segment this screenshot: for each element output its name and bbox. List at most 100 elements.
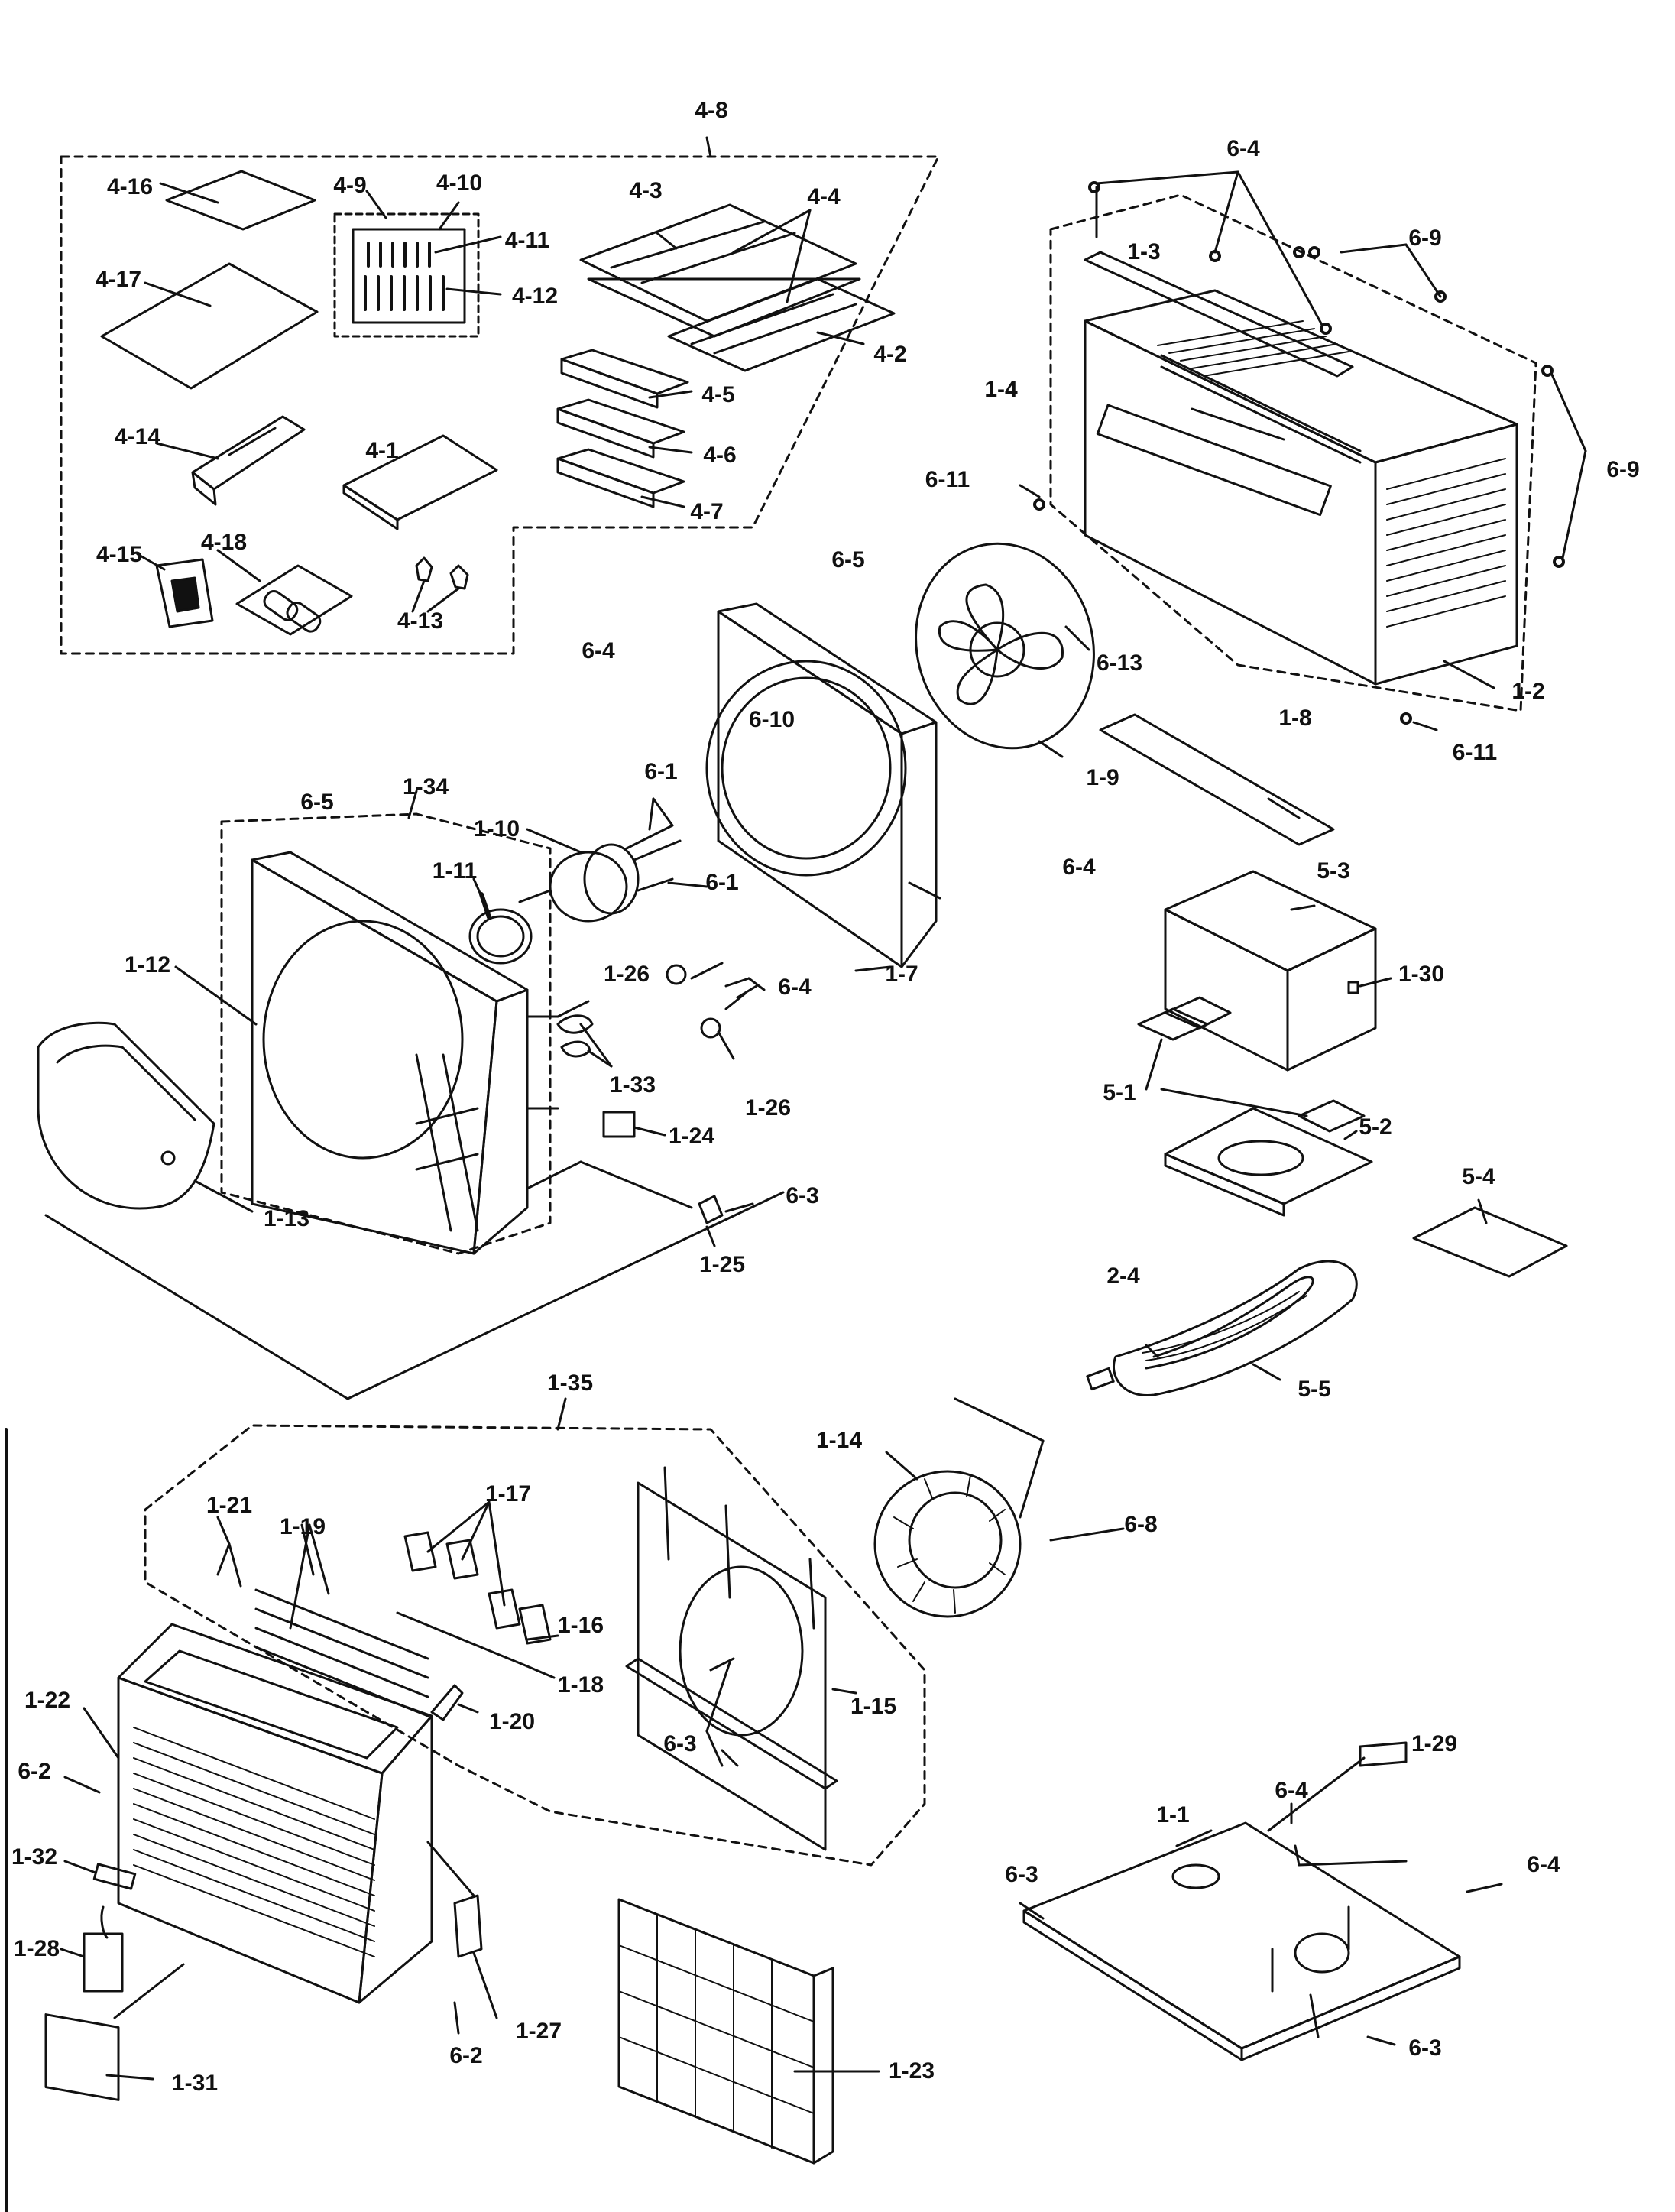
label-1-7: 1-7 [885, 962, 918, 987]
label-4-16: 4-16 [106, 174, 154, 199]
label-1-10: 1-10 [473, 816, 520, 842]
label-1-15: 1-15 [850, 1694, 897, 1719]
label-4-12: 4-12 [511, 284, 559, 309]
clip-4-13 [415, 556, 433, 582]
label-4-6: 4-6 [703, 443, 737, 468]
label-6-3-base-b: 6-3 [1408, 2035, 1442, 2061]
strip-4-6 [556, 398, 685, 445]
power-cord-2-4 [1086, 1260, 1358, 1397]
label-1-3: 1-3 [1127, 239, 1161, 264]
panel-4-3 [579, 203, 857, 323]
label-4-1: 4-1 [365, 438, 399, 463]
label-1-1: 1-1 [1156, 1802, 1190, 1828]
label-1-20: 1-20 [488, 1709, 536, 1734]
label-6-4-fan: 6-4 [1062, 855, 1096, 880]
small-parts [44, 962, 785, 1400]
label-1-2: 1-2 [1511, 679, 1545, 704]
label-5-1: 5-1 [1103, 1080, 1136, 1105]
label-1-4: 1-4 [984, 377, 1018, 402]
label-4-7: 4-7 [690, 499, 724, 524]
cabinet-1-2 [1019, 170, 1587, 731]
blower-group-1-35 [144, 1397, 1125, 1867]
label-1-22: 1-22 [24, 1688, 71, 1713]
strip-4-5 [560, 349, 689, 395]
label-6-13: 6-13 [1096, 650, 1143, 676]
strip-4-7 [556, 448, 685, 495]
label-4-5: 4-5 [701, 382, 735, 407]
label-5-4: 5-4 [1462, 1164, 1495, 1189]
label-1-26-a: 1-26 [603, 962, 650, 987]
cabinet-screws [1033, 181, 1565, 725]
bracket-4-15 [155, 558, 214, 628]
screws-4-12 [364, 275, 445, 311]
label-4-8: 4-8 [695, 98, 728, 123]
base-pan-1-1 [1019, 1741, 1503, 2061]
label-4-13: 4-13 [397, 608, 444, 634]
scroll-housing-1-13 [37, 1021, 254, 1213]
label-4-11: 4-11 [504, 228, 550, 253]
vent-strip-1-8 [1099, 713, 1335, 846]
label-1-24: 1-24 [668, 1124, 715, 1149]
label-6-2-b: 6-2 [449, 2043, 483, 2068]
label-6-4-mid: 6-4 [582, 638, 615, 663]
label-1-31: 1-31 [171, 2071, 219, 2096]
label-1-33: 1-33 [609, 1072, 656, 1098]
rail-1-3 [1084, 251, 1354, 378]
fan-shroud-1-7 [705, 602, 941, 972]
remote-4-14 [191, 415, 306, 491]
label-6-9-right: 6-9 [1606, 457, 1640, 482]
label-1-35: 1-35 [546, 1370, 594, 1396]
sheet-4-17 [100, 262, 319, 390]
fan-motor-1-10 [518, 797, 708, 923]
front-grille-1-22 [44, 1623, 498, 2101]
screws-4-11 [367, 242, 431, 268]
label-1-25: 1-25 [698, 1252, 746, 1277]
accessory-kit-group [60, 136, 940, 655]
label-6-8: 6-8 [1124, 1512, 1158, 1537]
pad-5-4 [1412, 1206, 1568, 1278]
label-6-5-top: 6-5 [831, 547, 865, 572]
label-1-9: 1-9 [1086, 765, 1119, 790]
label-6-4-top: 6-4 [1226, 136, 1260, 161]
label-1-27: 1-27 [515, 2019, 562, 2044]
label-1-12: 1-12 [124, 952, 171, 978]
base-5-2 [1164, 1107, 1373, 1205]
label-1-13: 1-13 [263, 1206, 310, 1231]
label-1-8: 1-8 [1278, 705, 1312, 731]
label-1-21: 1-21 [206, 1493, 253, 1518]
label-1-28: 1-28 [13, 1936, 60, 1961]
label-4-14: 4-14 [114, 424, 161, 449]
group-1-34 [220, 790, 552, 1255]
control-box-group [1137, 870, 1392, 1217]
sheet-4-16 [165, 170, 316, 231]
label-5-3: 5-3 [1317, 858, 1350, 884]
box-5-3 [1164, 870, 1377, 972]
label-4-2: 4-2 [873, 342, 907, 367]
label-4-17: 4-17 [95, 267, 142, 292]
label-6-9-top: 6-9 [1408, 225, 1442, 251]
label-6-4-b: 6-4 [778, 975, 812, 1000]
label-6-5-left: 6-5 [300, 790, 334, 815]
label-1-30: 1-30 [1398, 962, 1445, 987]
label-1-17: 1-17 [484, 1481, 532, 1507]
label-4-15: 4-15 [96, 542, 143, 567]
label-6-11-left: 6-11 [925, 467, 970, 492]
label-6-2-a: 6-2 [18, 1759, 51, 1784]
label-4-3: 4-3 [629, 178, 663, 203]
filter-1-23 [617, 1898, 880, 2165]
label-1-16: 1-16 [557, 1613, 604, 1638]
label-1-11: 1-11 [432, 858, 478, 884]
label-1-23: 1-23 [888, 2058, 935, 2084]
label-6-4-base: 6-4 [1275, 1778, 1308, 1803]
label-1-19: 1-19 [279, 1514, 326, 1539]
screw-bag-4-9 [333, 212, 480, 338]
label-5-2: 5-2 [1359, 1114, 1392, 1140]
label-1-18: 1-18 [557, 1672, 604, 1698]
label-1-34: 1-34 [402, 774, 449, 799]
screw-card [352, 228, 466, 324]
label-6-3-b: 6-3 [663, 1731, 697, 1756]
label-2-4: 2-4 [1106, 1263, 1140, 1289]
label-1-14: 1-14 [815, 1428, 863, 1453]
label-6-4-base-r: 6-4 [1527, 1852, 1560, 1877]
